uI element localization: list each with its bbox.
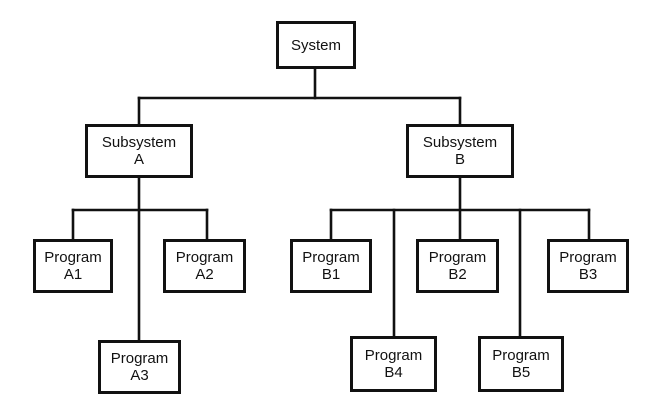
node-program-b1-line-1: Program bbox=[302, 249, 360, 266]
node-program-a2: Program A2 bbox=[163, 239, 246, 293]
node-program-b4-line-1: Program bbox=[364, 347, 423, 364]
node-program-b5-line-2: B5 bbox=[511, 364, 531, 381]
node-subsystem-b-line-1: Subsystem bbox=[422, 134, 498, 151]
node-program-b3: Program B3 bbox=[547, 239, 629, 293]
node-program-a1-line-2: A1 bbox=[63, 266, 83, 283]
node-subsystem-b: Subsystem B bbox=[406, 124, 514, 178]
node-program-b3-line-2: B3 bbox=[578, 266, 598, 283]
node-program-b4: Program B4 bbox=[350, 336, 437, 392]
node-system-line-1: System bbox=[290, 36, 341, 54]
node-program-b5-line-1: Program bbox=[492, 347, 550, 364]
node-program-a3: Program A3 bbox=[98, 340, 181, 394]
node-subsystem-a-line-2: A bbox=[133, 151, 144, 168]
node-program-b2: Program B2 bbox=[416, 239, 499, 293]
node-program-b1-line-2: B1 bbox=[321, 266, 341, 283]
node-system: System bbox=[276, 21, 356, 69]
node-program-a3-line-2: A3 bbox=[130, 367, 149, 384]
node-program-b2-line-1: Program bbox=[428, 249, 487, 266]
node-program-a3-line-1: Program bbox=[110, 350, 169, 367]
node-subsystem-a-line-1: Subsystem bbox=[101, 134, 177, 151]
node-program-b1: Program B1 bbox=[290, 239, 372, 293]
node-program-a2-line-2: A2 bbox=[195, 266, 214, 283]
node-subsystem-a: Subsystem A bbox=[85, 124, 193, 178]
node-program-b2-line-2: B2 bbox=[448, 266, 467, 283]
node-program-b3-line-1: Program bbox=[559, 249, 617, 266]
node-subsystem-b-line-2: B bbox=[454, 151, 465, 168]
node-program-b4-line-2: B4 bbox=[384, 364, 403, 381]
node-program-b5: Program B5 bbox=[478, 336, 564, 392]
node-program-a2-line-1: Program bbox=[175, 249, 234, 266]
node-program-a1-line-1: Program bbox=[44, 249, 102, 266]
node-program-a1: Program A1 bbox=[33, 239, 113, 293]
